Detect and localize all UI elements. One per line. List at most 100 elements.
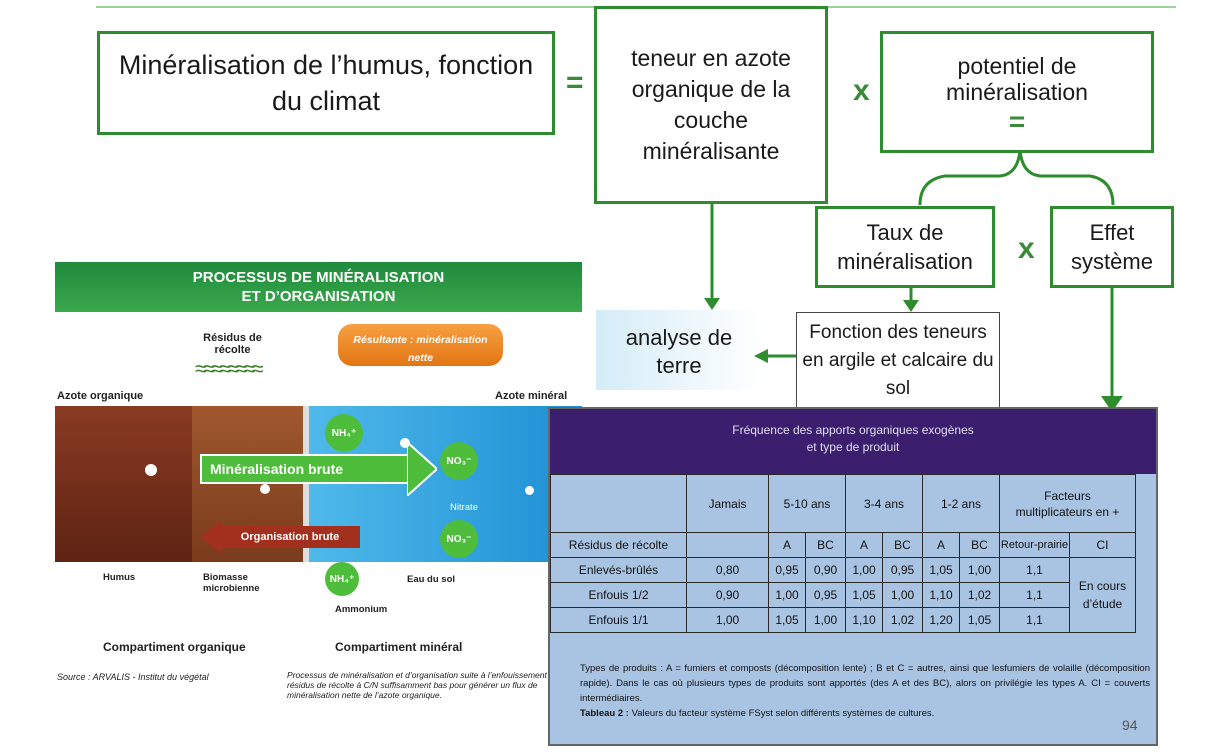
label-source: Source : ARVALIS - Institut du végétal xyxy=(57,672,209,682)
cell: 1,10 xyxy=(922,582,960,608)
col-3-4: 3-4 ans xyxy=(845,474,923,533)
cell: 1,00 xyxy=(959,557,1000,583)
no3-a-text: NO₃⁻ xyxy=(446,455,472,467)
table-cell-empty xyxy=(550,474,687,533)
label-ammonium: Ammonium xyxy=(335,604,388,615)
label-azote-organique: Azote organique xyxy=(57,390,144,402)
sub-bc-1: BC xyxy=(805,532,846,558)
no3-bubble-b: NO₃⁻ xyxy=(440,520,478,558)
arrowhead-analyse xyxy=(704,298,720,310)
table-cell-empty xyxy=(686,532,769,558)
infographic-mineralisation: PROCESSUS DE MINÉRALISATION ET D’ORGANIS… xyxy=(55,262,582,710)
organisation-arrow: Organisation brute xyxy=(220,526,360,548)
arrowhead-left xyxy=(754,349,768,363)
infographic-title-2: ET D’ORGANISATION xyxy=(241,288,396,305)
arrowhead-fonction xyxy=(903,300,919,312)
cell: 1,00 xyxy=(882,582,923,608)
mineralisation-arrow: Minéralisation brute xyxy=(200,454,410,484)
brace-potentiel xyxy=(918,149,1115,206)
row-label: Enfouis 1/1 xyxy=(550,607,687,633)
cell-jamais: 0,90 xyxy=(686,582,769,608)
box-mineralisation-humus: Minéralisation de l’humus, fonction du c… xyxy=(97,31,555,135)
box-fonction-teneurs: Fonction des teneurs en argile et calcai… xyxy=(796,312,1000,410)
grass-residues: ≈≈≈≈≈≈≈≈ xyxy=(195,356,264,381)
box-taux-mineralisation: Taux de minéralisation xyxy=(815,206,995,288)
table-caption-label: Tableau 2 : xyxy=(580,708,629,719)
frequency-table-panel: Fréquence des apports organiques exogène… xyxy=(548,407,1158,746)
organisation-arrowhead xyxy=(200,520,222,554)
sub-ci: CI xyxy=(1069,532,1136,558)
label-residus: Résidus de récolte xyxy=(203,332,262,356)
label-caption: Processus de minéralisation et d’organis… xyxy=(287,670,559,700)
bubble xyxy=(145,464,157,476)
no3-bubble-a: NO₃⁻ xyxy=(440,442,478,480)
cell: 1,10 xyxy=(845,607,883,633)
label-humus: Humus xyxy=(103,572,136,583)
bubble xyxy=(260,484,270,494)
organisation-brute-text: Organisation brute xyxy=(240,531,340,543)
row-label-residus: Résidus de récolte xyxy=(550,532,687,558)
mineralisation-arrowhead xyxy=(407,442,437,496)
label-azote-mineral: Azote minéral xyxy=(495,390,568,402)
cell-retour: 1,1 xyxy=(999,557,1070,583)
analyse-box-shadow xyxy=(596,310,761,390)
cell-retour: 1,1 xyxy=(999,582,1070,608)
bubble xyxy=(525,486,534,495)
no3-b-text: NO₃⁻ xyxy=(446,533,472,545)
nh4-bubble-top: NH₄⁺ xyxy=(325,414,363,452)
label-compartiment-mineral: Compartiment minéral xyxy=(335,640,463,654)
infographic-title-1: PROCESSUS DE MINÉRALISATION xyxy=(192,269,445,286)
table-row: Enfouis 1/2 0,90 1,00 0,95 1,05 1,00 1,1… xyxy=(550,582,1136,608)
mineralisation-brute-text: Minéralisation brute xyxy=(210,461,344,477)
cell: 0,90 xyxy=(805,557,846,583)
box-potentiel-text: potentiel de minéralisation xyxy=(946,53,1088,105)
row-label: Enlevés-brûlés xyxy=(550,557,687,583)
frequency-table: Jamais 5-10 ans 3-4 ans 1-2 ans Facteurs… xyxy=(550,474,1136,633)
box-analyse-text: analyse de terre xyxy=(625,325,733,378)
box-potentiel: potentiel de minéralisation = xyxy=(880,31,1154,153)
box-teneur-azote-text: teneur en azote organique de la couche m… xyxy=(631,45,791,164)
box-fonction-text: Fonction des teneurs en argile et calcai… xyxy=(802,322,994,399)
table-header-line2: et type de produit xyxy=(806,440,900,454)
cell: 1,00 xyxy=(768,582,806,608)
table-note-text: Types de produits : A = fumiers et compo… xyxy=(580,663,1150,704)
cell: 1,00 xyxy=(805,607,846,633)
cell: 1,05 xyxy=(959,607,1000,633)
cell: 0,95 xyxy=(768,557,806,583)
infographic-header: PROCESSUS DE MINÉRALISATION ET D’ORGANIS… xyxy=(55,262,582,312)
table-caption-text: Valeurs du facteur système FSyst selon d… xyxy=(631,708,935,719)
cell: 0,95 xyxy=(805,582,846,608)
sub-retour-prairie: Retour-prairie xyxy=(999,532,1070,558)
box-taux-text: Taux de minéralisation xyxy=(837,220,973,274)
potentiel-equals-sign: = xyxy=(1008,106,1026,137)
table-header: Fréquence des apports organiques exogène… xyxy=(550,409,1156,474)
cell: 0,95 xyxy=(882,557,923,583)
col-jamais: Jamais xyxy=(686,474,769,533)
cell: 1,05 xyxy=(845,582,883,608)
label-eau-du-sol: Eau du sol xyxy=(407,574,456,585)
cell: 1,05 xyxy=(922,557,960,583)
box-teneur-azote: teneur en azote organique de la couche m… xyxy=(594,6,828,204)
box-analyse-terre: analyse de terre xyxy=(604,316,754,388)
box-effet-systeme: Effet système xyxy=(1050,206,1174,288)
cell: 1,20 xyxy=(922,607,960,633)
table-row: Enlevés-brûlés 0,80 0,95 0,90 1,00 0,95 … xyxy=(550,557,1136,633)
box-mineralisation-humus-text: Minéralisation de l’humus, fonction du c… xyxy=(118,50,534,116)
cell-jamais: 1,00 xyxy=(686,607,769,633)
cell: 1,00 xyxy=(845,557,883,583)
label-resultante: Résultante : minéralisation nette xyxy=(353,334,488,364)
label-nitrate: Nitrate xyxy=(450,502,478,513)
table-row-sub: Résidus de récolte A BC A BC A BC Retour… xyxy=(550,532,1136,558)
table-caption-line: Tableau 2 : Valeurs du facteur système F… xyxy=(580,706,1150,721)
soil-humus-band xyxy=(55,406,192,562)
cell: 1,05 xyxy=(768,607,806,633)
label-compartiment-organique: Compartiment organique xyxy=(103,640,246,654)
sub-a-1: A xyxy=(768,532,806,558)
col-facteurs: Facteurs multiplicateurs en + xyxy=(999,474,1136,533)
cell-retour: 1,1 xyxy=(999,607,1070,633)
sub-a-3: A xyxy=(922,532,960,558)
box-effet-text: Effet système xyxy=(1071,220,1153,274)
row-label: Enfouis 1/2 xyxy=(550,582,687,608)
nh4-top-text: NH₄⁺ xyxy=(331,427,357,439)
